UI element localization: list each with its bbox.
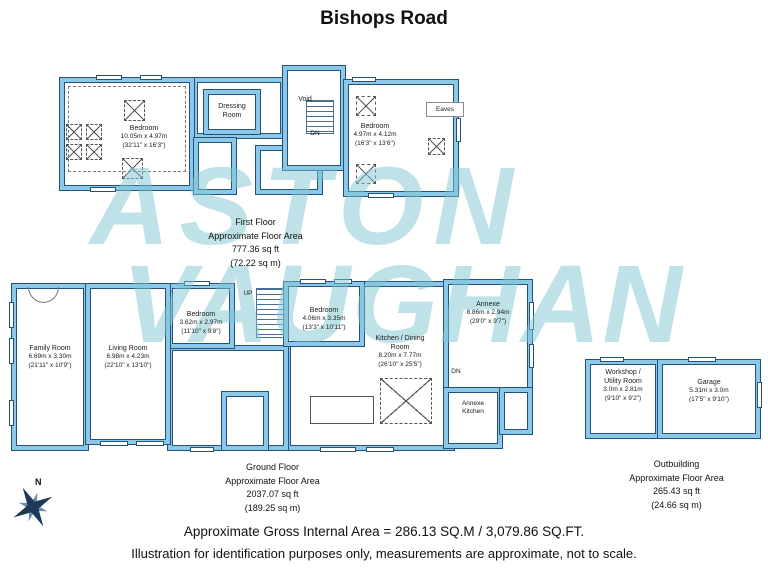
room-label-bedroom-first-left: Bedroom 10.05m x 4.97m (32'11" x 16'3"): [120, 125, 168, 149]
window-marker: [9, 338, 14, 364]
skylight-icon: [86, 144, 102, 160]
north-label: N: [35, 477, 42, 487]
window-marker: [100, 441, 128, 446]
window-marker: [368, 193, 394, 198]
gross-area-text: Approximate Gross Internal Area = 286.13…: [183, 524, 585, 539]
window-marker: [529, 344, 534, 368]
staircase-ground-floor: [256, 288, 284, 338]
room-bathroom-ground: [222, 392, 268, 450]
window-marker: [184, 281, 210, 286]
window-marker: [9, 302, 14, 328]
room-label-bedroom-ground-1: Bedroom 3.62m x 2.97m (11'10" x 9'8"): [179, 311, 223, 335]
window-marker: [456, 118, 461, 142]
skylight-icon: [66, 144, 82, 160]
window-marker: [688, 357, 716, 362]
window-marker: [320, 447, 356, 452]
skylight-icon: [428, 138, 445, 155]
window-marker: [96, 75, 122, 80]
room-label-void: Void: [298, 96, 312, 103]
room-label-workshop: Workshop / Utility Room 3.0m x 2.81m (9'…: [603, 369, 643, 402]
up-label: UP: [243, 290, 253, 297]
skylight-icon: [356, 96, 376, 116]
room-label-dressing: Dressing Room: [218, 103, 246, 120]
window-marker: [300, 279, 326, 284]
room-label-annexe: Annexe 8.86m x 2.94m (29'0" x 9'7"): [466, 301, 510, 325]
window-marker: [140, 75, 162, 80]
skylight-icon: [86, 124, 102, 140]
room-label-bedroom-ground-2: Bedroom 4.06m x 3.35m (13'3" x 10'11"): [302, 307, 346, 331]
kitchen-island: [310, 396, 374, 424]
window-marker: [190, 447, 214, 452]
window-marker: [757, 382, 762, 408]
skylight-icon: [122, 158, 143, 179]
room-label-bedroom-first-right: Bedroom 4.97m x 4.12m (16'3" x 13'6"): [353, 123, 397, 147]
room-living: [86, 284, 170, 444]
eaves-label: Eaves: [426, 102, 464, 117]
window-marker: [366, 447, 394, 452]
compass-icon: [10, 484, 56, 535]
ground-floor-area-label: Ground Floor Approximate Floor Area 2037…: [225, 462, 320, 513]
roof-lantern-icon: [380, 378, 432, 424]
room-label-living: Living Room 6.98m x 4.23m (22'10" x 13'1…: [104, 345, 152, 369]
room-annexe-kitchen: [444, 388, 502, 448]
dn-label-ground-floor: DN: [451, 368, 461, 375]
window-marker: [90, 187, 116, 192]
room-bathroom-first-a: [194, 138, 236, 194]
room-label-kitchen: Kitchen / Dining Room 8.20m x 7.77m (26'…: [375, 335, 425, 368]
room-bedroom-ground-1: [168, 284, 234, 348]
room-family: [12, 284, 88, 450]
window-marker: [529, 302, 534, 330]
window-marker: [352, 77, 376, 82]
window-marker: [9, 400, 14, 426]
room-label-family: Family Room 6.69m x 3.30m (21'11" x 10'9…: [28, 345, 72, 369]
skylight-icon: [356, 164, 376, 184]
room-label-annexe-kitchen: Annexe Kitchen: [461, 400, 485, 416]
window-marker: [600, 357, 624, 362]
window-marker: [334, 279, 352, 284]
outbuilding-area-label: Outbuilding Approximate Floor Area 265.4…: [629, 459, 724, 510]
room-label-garage: Garage 5.31m x 3.0m (17'5" x 9'10"): [689, 379, 729, 403]
skylight-icon: [66, 124, 82, 140]
page-title: Bishops Road: [320, 8, 448, 29]
skylight-icon: [124, 100, 145, 121]
window-marker: [136, 441, 164, 446]
room-annexe-wc: [500, 388, 532, 434]
dn-label-first-floor: DN: [310, 130, 320, 137]
first-floor-area-label: First Floor Approximate Floor Area 777.3…: [208, 217, 303, 268]
room-bedroom-ground-2: [284, 282, 364, 346]
room-dressing: [204, 90, 260, 134]
disclaimer-text: Illustration for identification purposes…: [131, 546, 637, 561]
staircase-first-floor: [306, 100, 334, 134]
